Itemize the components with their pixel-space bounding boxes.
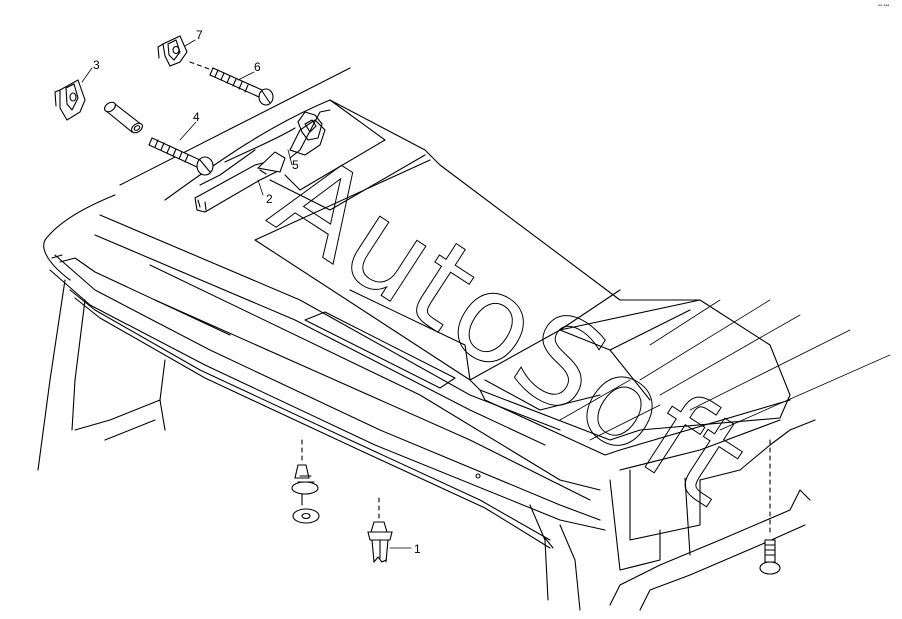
grommet-plug	[291, 439, 320, 524]
callout-1: 1	[414, 542, 421, 556]
callout-4: 4	[193, 110, 200, 124]
part-1-rivet	[367, 497, 393, 563]
callout-2: 2	[266, 192, 273, 206]
callout-5: 5	[292, 158, 299, 172]
spacer-tube	[104, 101, 143, 134]
leader-lines	[81, 39, 412, 549]
rear-screw	[759, 439, 781, 575]
callout-labels: 1 2 3 4 5 6 7	[93, 28, 421, 556]
callout-3: 3	[93, 58, 100, 72]
part-6-screw	[189, 61, 274, 106]
callout-6: 6	[254, 60, 261, 74]
corner-mark: ᵃᵃ ᵃᵃᵃ	[878, 4, 889, 10]
callout-7: 7	[196, 28, 203, 42]
part-3-clip-nut	[54, 79, 86, 121]
vehicle-body	[37, 67, 891, 611]
part-4-bolt	[148, 137, 214, 176]
part-2-hinge-bracket	[194, 109, 331, 213]
part-7-clip-nut	[157, 35, 188, 67]
